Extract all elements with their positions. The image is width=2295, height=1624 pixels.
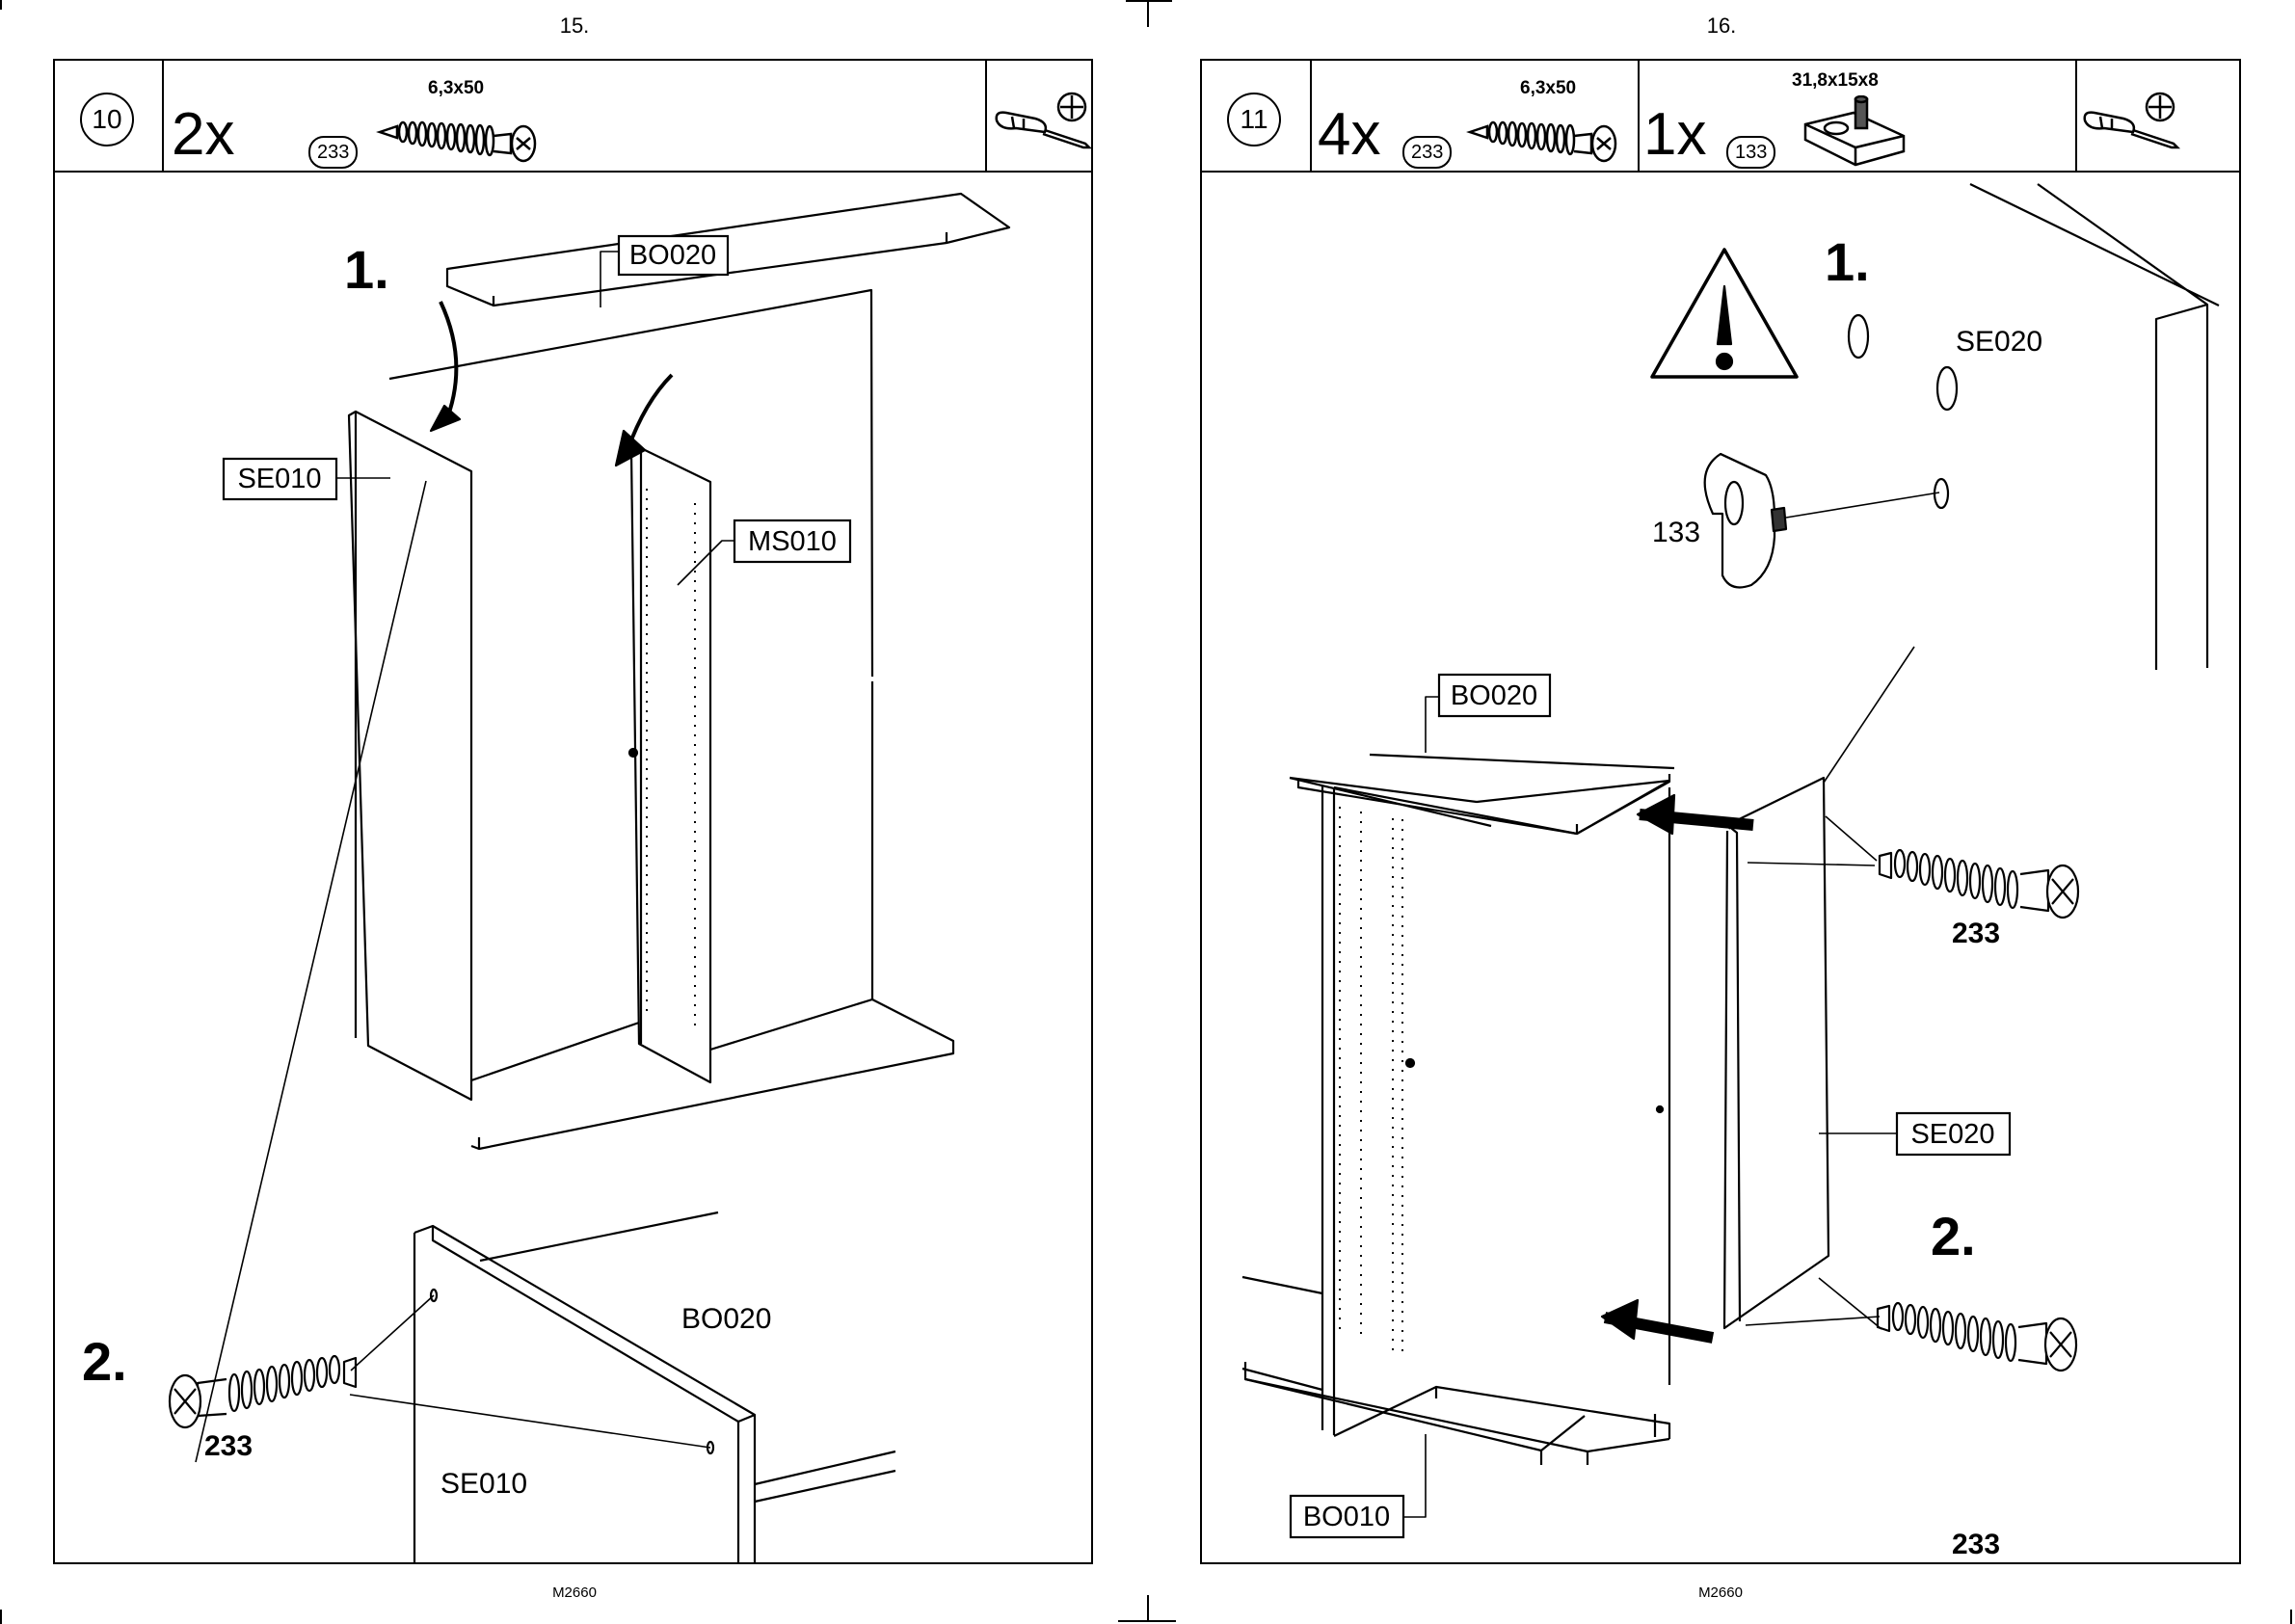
part-number-badge: 233 bbox=[308, 136, 358, 169]
label-se020-top: SE020 bbox=[1956, 326, 2042, 358]
part-number-badge: 233 bbox=[1402, 136, 1452, 169]
label-ms010: MS010 bbox=[748, 526, 837, 557]
substep-1: 1. bbox=[344, 239, 389, 300]
label-bo020: BO020 bbox=[1451, 680, 1537, 711]
crop-mark bbox=[0, 0, 2, 10]
step-11-illustration: 1. 2. SE020 133 BO020 SE020 BO010 233 23… bbox=[1202, 171, 2239, 1562]
footer-model-code: M2660 bbox=[1672, 1584, 1769, 1601]
crop-mark bbox=[1118, 1620, 1176, 1622]
parts-cell: 2x 233 6,3x50 bbox=[162, 61, 985, 171]
part-quantity: 2x bbox=[172, 105, 234, 165]
part-quantity: 1x bbox=[1643, 105, 1706, 165]
step-number-cell: 11 bbox=[1202, 61, 1312, 171]
tool-cell bbox=[985, 61, 1097, 171]
crop-mark bbox=[1126, 0, 1149, 2]
page-number: 15. bbox=[526, 13, 623, 39]
crop-mark bbox=[1147, 0, 1149, 27]
substep-2: 2. bbox=[82, 1331, 127, 1392]
page-number: 16. bbox=[1673, 13, 1770, 39]
part-dimensions: 6,3x50 bbox=[1520, 78, 1576, 99]
label-bo010: BO010 bbox=[1303, 1502, 1390, 1532]
parts-cell: 1x 133 31,8x15x8 bbox=[1638, 61, 2075, 171]
step-number: 11 bbox=[1227, 93, 1281, 146]
step-number: 10 bbox=[80, 93, 134, 146]
substep-1: 1. bbox=[1825, 231, 1870, 292]
crop-mark bbox=[2290, 1610, 2292, 1624]
part-dimensions: 6,3x50 bbox=[428, 78, 484, 99]
label-part-133: 133 bbox=[1652, 517, 1700, 548]
step-header: 10 2x 233 6,3x50 bbox=[55, 61, 1091, 173]
parts-cell: 4x 233 6,3x50 bbox=[1310, 61, 1640, 171]
side-panel-se010 bbox=[349, 412, 471, 1100]
label-se020: SE020 bbox=[1910, 1119, 1994, 1150]
step-10-illustration: 1. 2. BO020 SE010 MS010 BO020 SE010 233 bbox=[55, 171, 1091, 1562]
substep-2: 2. bbox=[1931, 1206, 1976, 1266]
shelf-support-icon bbox=[1798, 95, 1913, 169]
label-screw-233-top: 233 bbox=[1952, 918, 2000, 949]
screw-icon bbox=[1464, 99, 1638, 167]
phillips-screwdriver-icon bbox=[993, 90, 1093, 157]
label-detail-se010: SE010 bbox=[440, 1468, 527, 1500]
middle-panel-ms010 bbox=[631, 448, 710, 1082]
part-dimensions: 31,8x15x8 bbox=[1792, 70, 1879, 92]
label-se010: SE010 bbox=[237, 464, 321, 494]
step-number-cell: 10 bbox=[55, 61, 164, 171]
label-bo020: BO020 bbox=[629, 240, 716, 271]
label-detail-bo020: BO020 bbox=[681, 1303, 771, 1335]
phillips-screwdriver-icon bbox=[2081, 90, 2181, 157]
part-number-badge: 133 bbox=[1726, 136, 1775, 169]
footer-model-code: M2660 bbox=[526, 1584, 623, 1601]
screw-icon bbox=[374, 99, 586, 167]
step-10-panel: 10 2x 233 6,3x50 bbox=[53, 59, 1093, 1564]
part-quantity: 4x bbox=[1318, 105, 1380, 165]
crop-mark bbox=[1149, 0, 1172, 2]
step-11-panel: 11 4x 233 6,3x50 1x bbox=[1200, 59, 2241, 1564]
label-screw-233-bottom: 233 bbox=[1952, 1529, 2000, 1560]
step-header: 11 4x 233 6,3x50 1x bbox=[1202, 61, 2239, 173]
crop-mark bbox=[0, 1610, 2, 1624]
label-screw-233: 233 bbox=[204, 1430, 253, 1462]
tool-cell bbox=[2075, 61, 2245, 171]
crop-mark bbox=[1147, 1595, 1149, 1622]
